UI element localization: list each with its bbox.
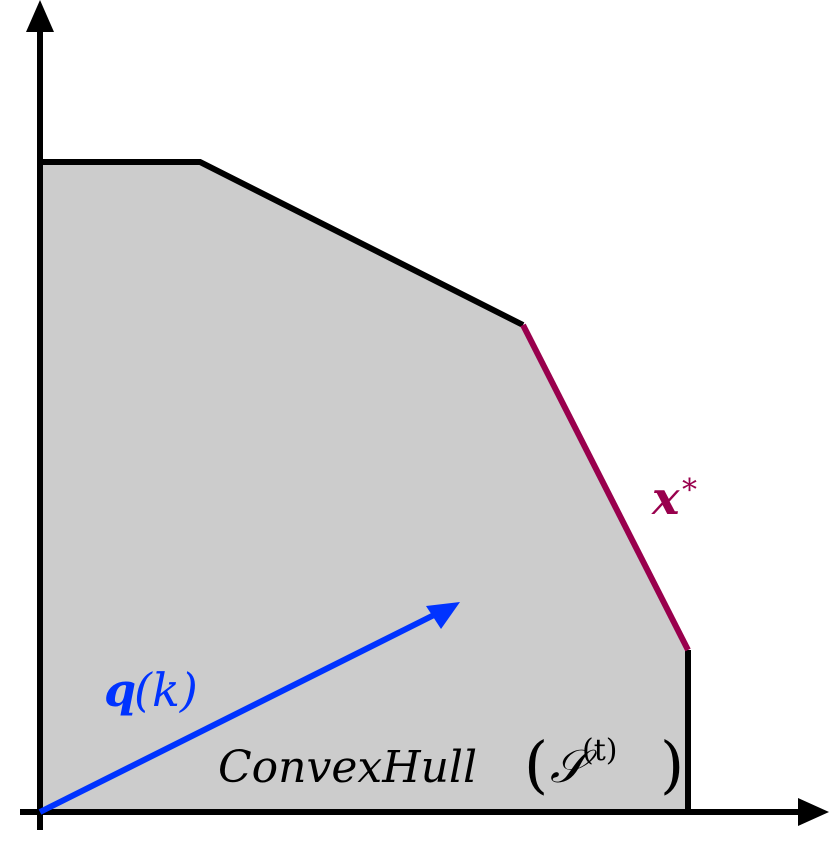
hull-label: ConvexHull ( 𝒮 (t) ) xyxy=(218,728,684,801)
optimal-label-symbol: x xyxy=(651,471,680,525)
vector-label-argument: (k) xyxy=(134,663,198,717)
hull-label-set-superscript: (t) xyxy=(582,733,617,768)
hull-label-close-paren: ) xyxy=(660,728,684,801)
convex-hull-region xyxy=(40,162,688,812)
hull-label-name: ConvexHull xyxy=(218,742,477,793)
optimal-label-superscript: * xyxy=(682,473,697,508)
optimal-label: x * xyxy=(651,471,697,525)
x-axis-arrowhead xyxy=(798,798,829,826)
vector-label: q (k) xyxy=(104,663,198,717)
hull-upper-boundary xyxy=(40,159,525,328)
y-axis-arrowhead xyxy=(26,0,54,32)
hull-label-open-paren: ( xyxy=(524,728,548,801)
vector-q-arrow xyxy=(38,609,442,815)
vector-label-symbol: q xyxy=(104,663,136,717)
optimal-face-edge xyxy=(520,323,691,652)
vector-q-arrowhead xyxy=(426,602,460,629)
